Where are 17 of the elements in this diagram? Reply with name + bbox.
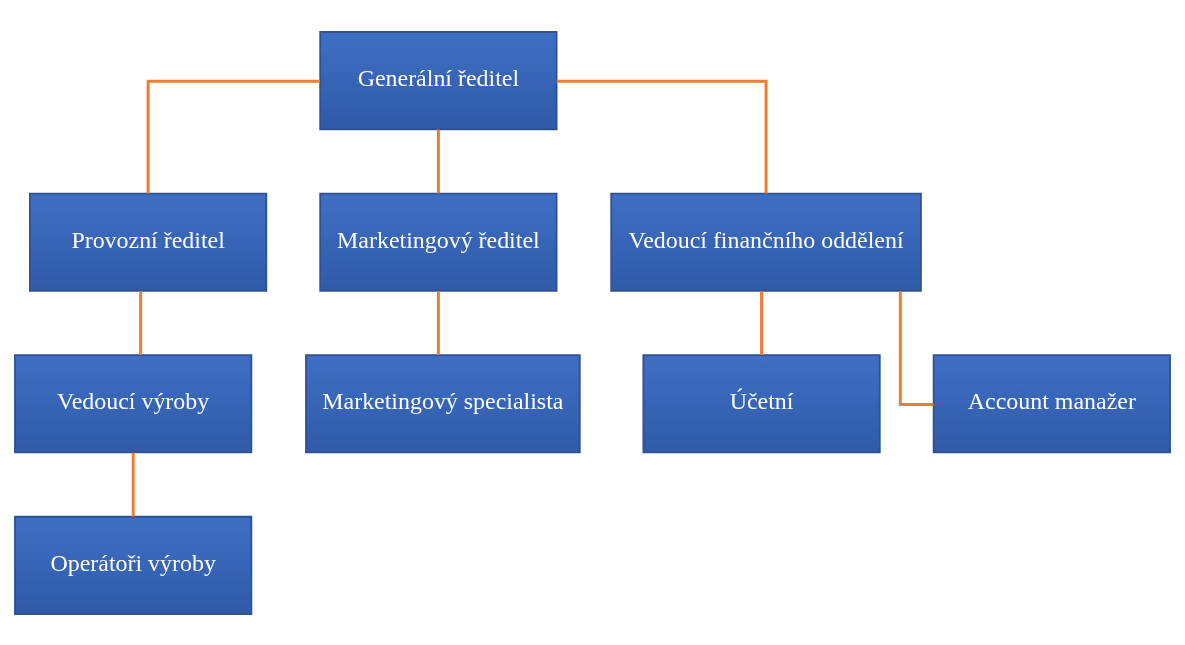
connector <box>436 290 440 355</box>
node-box: Operátoři výroby <box>14 515 253 615</box>
connector <box>146 79 320 193</box>
connector <box>436 129 440 193</box>
node-box: Vedoucí finančního oddělení <box>610 192 922 292</box>
connector <box>760 290 764 355</box>
connector <box>556 79 768 193</box>
node-box: Account manažer <box>932 353 1171 453</box>
node-box: Marketingový ředitel <box>319 192 558 292</box>
node-box: Marketingový specialista <box>305 353 581 453</box>
node-box: Generální ředitel <box>319 30 558 130</box>
node-box: Účetní <box>642 353 881 453</box>
node-box: Provozní ředitel <box>29 192 268 292</box>
connector <box>131 452 135 517</box>
node-box: Vedoucí výroby <box>14 353 253 453</box>
connector <box>139 290 143 355</box>
connector <box>898 290 934 406</box>
